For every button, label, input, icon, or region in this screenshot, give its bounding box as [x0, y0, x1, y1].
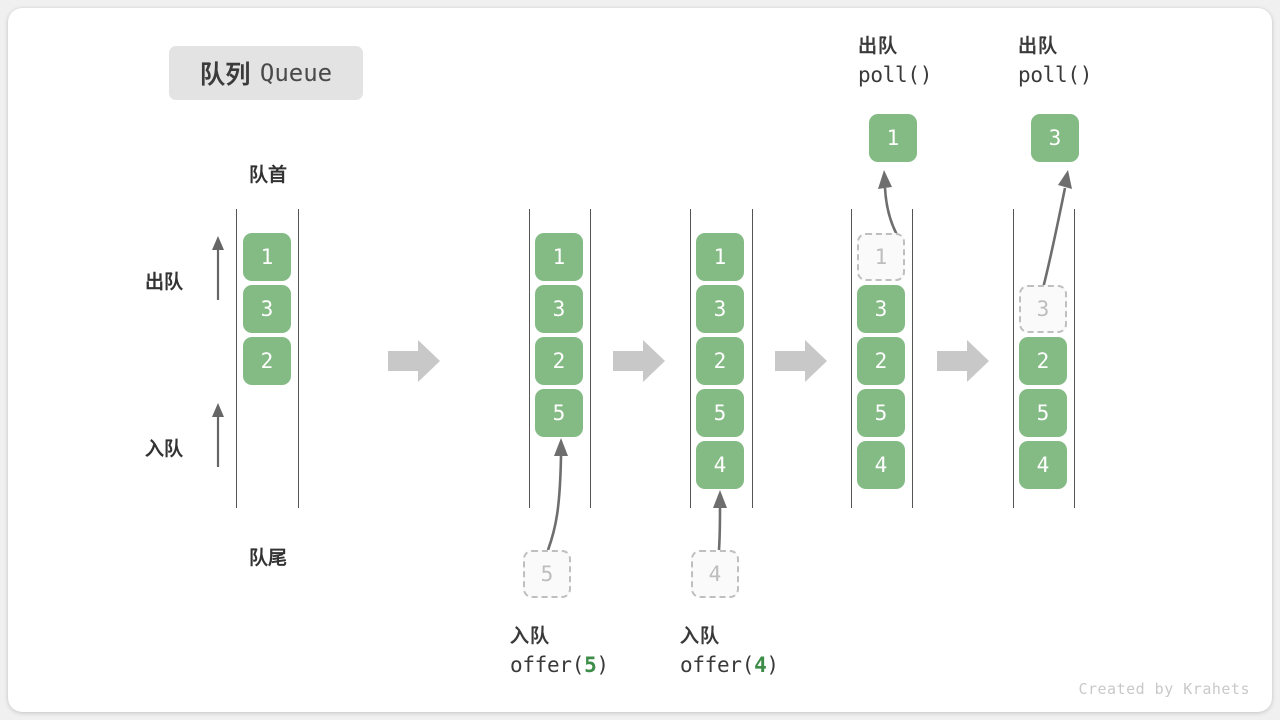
- step-arrow-icon: [937, 338, 989, 384]
- queue-rail-right-4: [912, 209, 913, 508]
- queue-element: 5: [1019, 389, 1067, 437]
- queue-element-new: 4: [696, 441, 744, 489]
- queue-element: 2: [696, 337, 744, 385]
- caption-poll-1: 出队 poll(): [858, 31, 932, 87]
- queue-element: 3: [857, 285, 905, 333]
- caption-poll-3: 出队 poll(): [1018, 31, 1092, 87]
- queue-rail-right-1: [298, 209, 299, 508]
- queue-element: 4: [1019, 441, 1067, 489]
- step-arrow-icon: [388, 338, 440, 384]
- label-dequeue-side: 出队: [145, 272, 184, 293]
- queue-rail-left-1: [236, 209, 237, 508]
- queue-element: 5: [696, 389, 744, 437]
- caption-code: poll(): [1018, 63, 1093, 87]
- title-badge: 队列 Queue: [169, 46, 363, 100]
- queue-element: 1: [243, 233, 291, 281]
- dequeue-direction-arrow-icon: [210, 234, 226, 300]
- caption-code: offer(4): [680, 653, 779, 677]
- caption-code: poll(): [858, 63, 933, 87]
- step-arrow-icon: [613, 338, 665, 384]
- diagram-stage: 队列 Queue 队首 1 3 2 队尾 出队 入队: [8, 8, 1272, 712]
- credit-text: Created by Krahets: [1078, 680, 1250, 698]
- popped-element: 1: [869, 114, 917, 162]
- queue-element-removed: 1: [857, 233, 905, 281]
- queue-rail-right-3: [752, 209, 753, 508]
- title-en: Queue: [259, 59, 333, 87]
- enqueue-arrow-icon: [530, 430, 600, 552]
- label-enqueue-side: 入队: [145, 439, 184, 460]
- label-queue-front: 队首: [248, 165, 287, 186]
- dequeue-arrow-icon: [1020, 162, 1090, 294]
- label-queue-rear: 队尾: [248, 548, 287, 569]
- queue-element: 3: [243, 285, 291, 333]
- caption-cn: 出队: [1018, 36, 1059, 57]
- enqueue-arrow-icon: [700, 482, 750, 552]
- dequeue-arrow-icon: [860, 162, 920, 242]
- queue-element: 1: [535, 233, 583, 281]
- incoming-element-ghost: 5: [523, 550, 571, 598]
- queue-element: 5: [857, 389, 905, 437]
- caption-offer-4: 入队 offer(4): [680, 621, 779, 677]
- caption-cn: 入队: [680, 626, 721, 647]
- diagram-card: 队列 Queue 队首 1 3 2 队尾 出队 入队: [8, 8, 1272, 712]
- queue-element: 3: [696, 285, 744, 333]
- popped-element: 3: [1031, 114, 1079, 162]
- enqueue-direction-arrow-icon: [210, 401, 226, 467]
- title-cn: 队列: [199, 61, 251, 89]
- incoming-element-ghost: 4: [691, 550, 739, 598]
- queue-rail-right-5: [1074, 209, 1075, 508]
- queue-rail-left-2: [529, 209, 530, 508]
- queue-element: 4: [857, 441, 905, 489]
- queue-rail-left-4: [851, 209, 852, 508]
- queue-rail-left-3: [690, 209, 691, 508]
- caption-cn: 出队: [858, 36, 899, 57]
- queue-element-new: 5: [535, 389, 583, 437]
- queue-element-removed: 3: [1019, 285, 1067, 333]
- queue-rail-right-2: [590, 209, 591, 508]
- step-arrow-icon: [775, 338, 827, 384]
- caption-cn: 入队: [510, 626, 551, 647]
- queue-element: 3: [535, 285, 583, 333]
- queue-element: 2: [535, 337, 583, 385]
- caption-code: offer(5): [510, 653, 609, 677]
- queue-element: 2: [243, 337, 291, 385]
- queue-element: 1: [696, 233, 744, 281]
- queue-element: 2: [1019, 337, 1067, 385]
- queue-element: 2: [857, 337, 905, 385]
- queue-rail-left-5: [1013, 209, 1014, 508]
- caption-offer-5: 入队 offer(5): [510, 621, 609, 677]
